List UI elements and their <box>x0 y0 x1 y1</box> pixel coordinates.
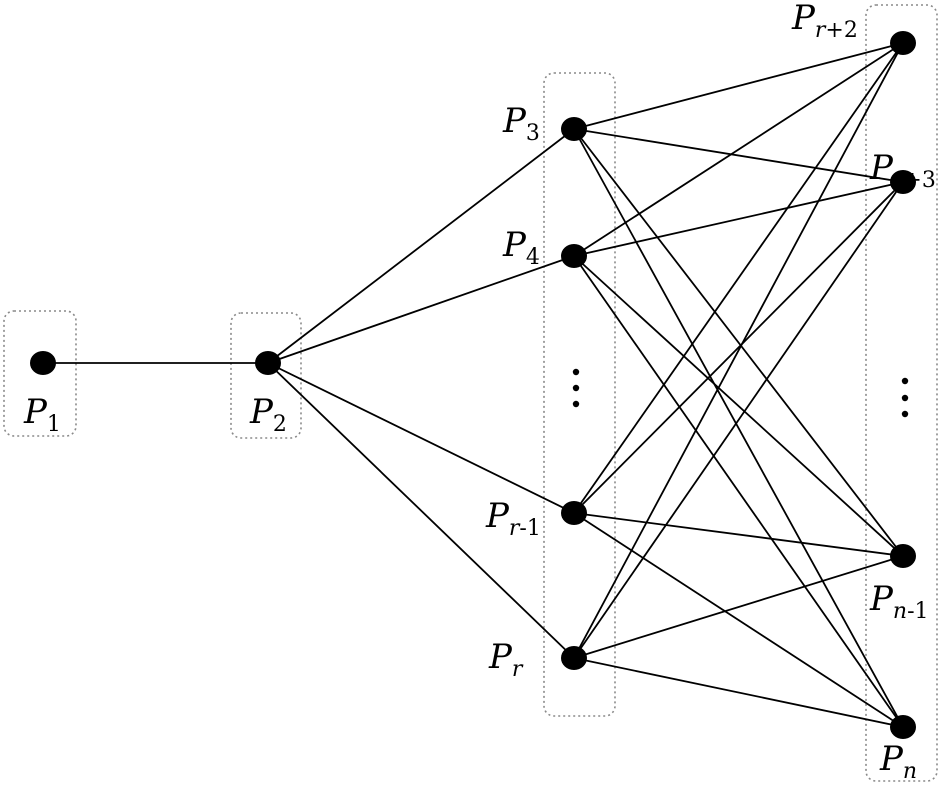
label-main: P <box>502 101 527 141</box>
label-Pr-1: Pr-1 <box>485 496 541 541</box>
edge-P2-P3 <box>267 128 575 364</box>
ellipsis-middle-column <box>572 368 580 408</box>
node-P1 <box>30 351 56 375</box>
label-P4: P4 <box>502 225 540 270</box>
label-main: P <box>23 392 48 432</box>
group-p2-box <box>230 312 302 439</box>
edge-Pr-1-Pr+2 <box>573 42 904 514</box>
label-subscript: r <box>512 657 524 682</box>
ellipsis-dot <box>901 377 909 385</box>
edge-Pr-1-Pn <box>573 512 904 728</box>
label-P2: P2 <box>249 392 287 437</box>
group-p1-box <box>3 310 77 437</box>
edge-Pr-Pr+3 <box>573 181 904 659</box>
node-Pn <box>890 715 916 739</box>
label-main: P <box>488 637 513 677</box>
label-subscript: r <box>893 168 905 193</box>
label-subscript: 2 <box>273 412 287 437</box>
label-Pr+2: Pr+2 <box>791 0 858 43</box>
label-Pr+3: Pr+3 <box>869 148 936 193</box>
ellipsis-dot <box>901 394 909 402</box>
ellipses <box>572 368 909 418</box>
node-P4 <box>561 244 587 268</box>
edge-P3-Pn <box>573 128 904 728</box>
label-subscript: 1 <box>47 412 61 437</box>
label-subscript: n <box>893 599 907 624</box>
ellipsis-right-column <box>901 377 909 418</box>
edge-Pr-Pn <box>573 657 904 728</box>
label-main: P <box>869 579 894 619</box>
edge-P3-Pr+2 <box>573 42 904 130</box>
label-Pn: Pn <box>879 739 917 784</box>
nodes <box>30 31 916 739</box>
label-main: P <box>485 496 510 536</box>
label-subscript: -1 <box>907 599 928 624</box>
edges <box>43 42 904 728</box>
edge-P4-Pr+2 <box>573 42 904 257</box>
node-Pr-1 <box>561 501 587 525</box>
label-P1: P1 <box>23 392 61 437</box>
node-P3 <box>561 117 587 141</box>
label-main: P <box>791 0 816 38</box>
edge-P2-Pr-1 <box>267 362 575 514</box>
label-subscript: -1 <box>519 516 540 541</box>
edge-P3-Pr+3 <box>573 128 904 183</box>
ellipsis-dot <box>572 400 580 408</box>
edge-P3-Pn-1 <box>573 128 904 557</box>
edge-P4-Pn <box>573 255 904 728</box>
group-boxes <box>3 4 938 782</box>
edge-Pr-Pn-1 <box>573 555 904 659</box>
node-Pn-1 <box>890 544 916 568</box>
node-Pr <box>561 646 587 670</box>
label-subscript: +2 <box>825 18 857 43</box>
label-main: P <box>879 739 904 779</box>
edge-P4-Pn-1 <box>573 255 904 557</box>
node-P2 <box>255 351 281 375</box>
label-P3: P3 <box>502 101 540 146</box>
label-subscript: r <box>815 18 827 43</box>
edge-P2-Pr <box>267 362 575 659</box>
label-subscript: 4 <box>526 245 540 270</box>
group-right-box <box>865 4 938 782</box>
label-subscript: +3 <box>903 168 935 193</box>
ellipsis-dot <box>901 410 909 418</box>
label-main: P <box>502 225 527 265</box>
label-main: P <box>249 392 274 432</box>
edge-P4-Pr+3 <box>573 181 904 257</box>
node-Pr+2 <box>890 31 916 55</box>
edge-Pr-1-Pr+3 <box>573 181 904 514</box>
label-subscript: 3 <box>526 121 540 146</box>
label-main: P <box>869 148 894 188</box>
ellipsis-dot <box>572 384 580 392</box>
node-Pr+3 <box>890 170 916 194</box>
ellipsis-dot <box>572 368 580 376</box>
group-middle-box <box>543 72 616 717</box>
label-Pn-1: Pn-1 <box>869 579 929 624</box>
label-subscript: r <box>509 516 521 541</box>
edge-Pr-1-Pn-1 <box>573 512 904 557</box>
label-Pr: Pr <box>488 637 524 682</box>
edge-Pr-Pr+2 <box>573 42 904 659</box>
edge-P2-P4 <box>267 255 575 364</box>
label-subscript: n <box>903 759 917 784</box>
